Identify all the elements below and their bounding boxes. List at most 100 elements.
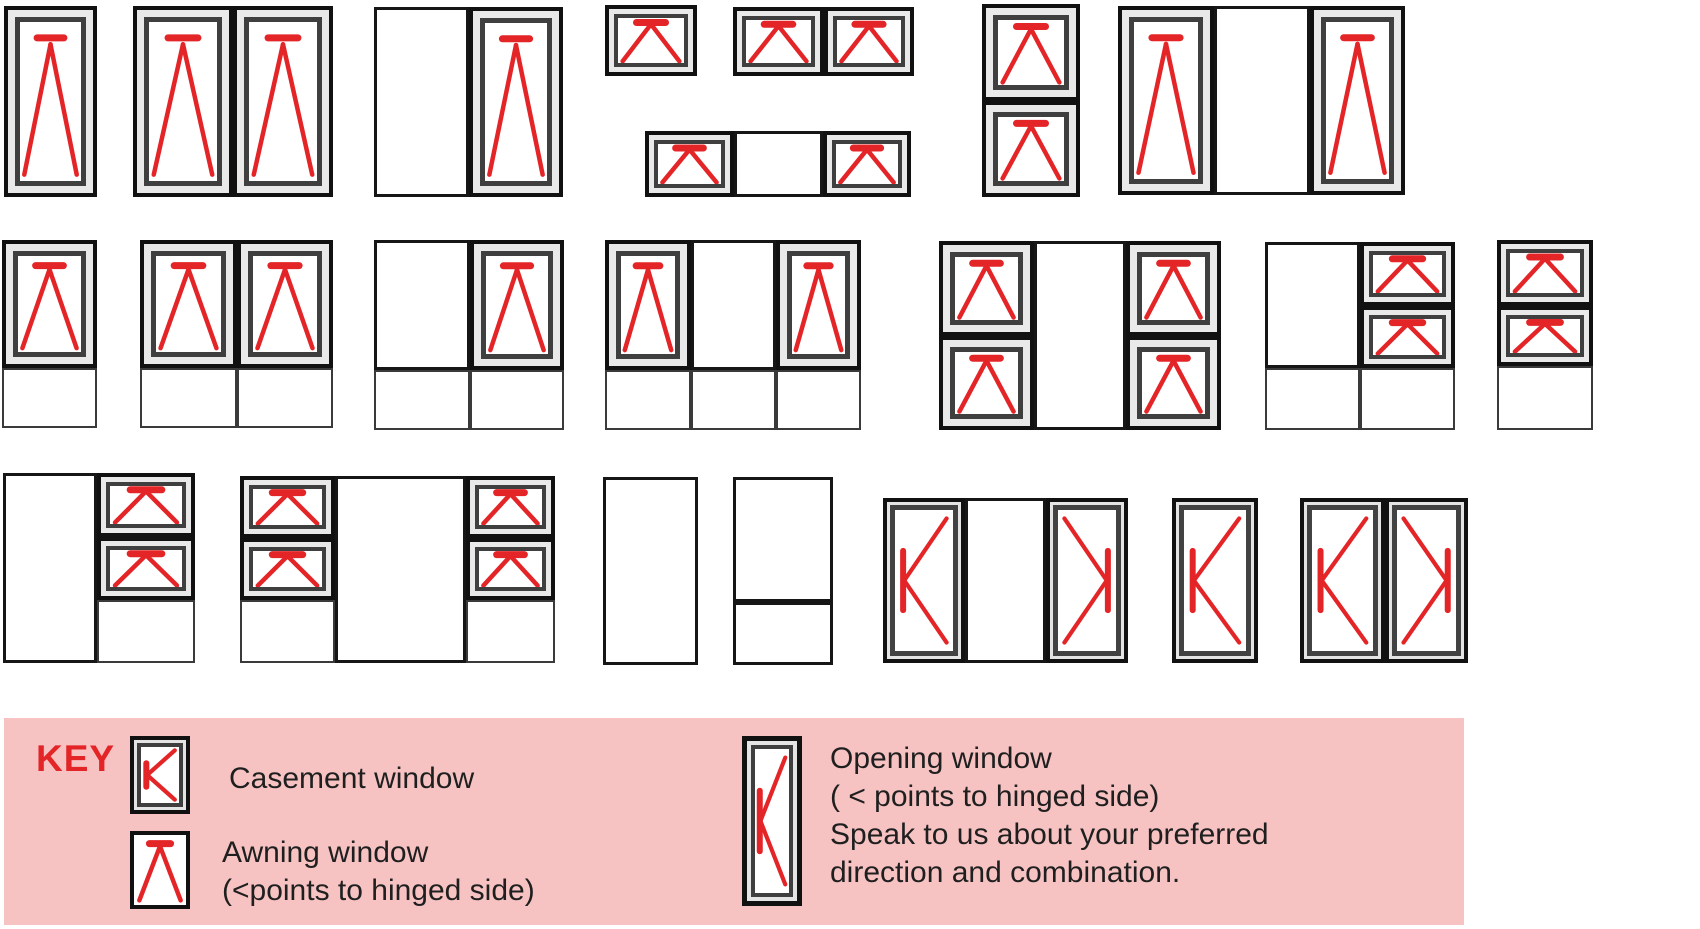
sash-pane <box>13 251 86 357</box>
awning-window-icon <box>130 831 190 909</box>
fixed-with-stacked-awnings-pan-cell <box>1360 368 1455 430</box>
sash-pane <box>993 15 1069 90</box>
sash-pane <box>1506 315 1584 357</box>
sash-pane <box>1053 505 1121 656</box>
double-tall-awning-awn-cell <box>233 6 333 197</box>
fixed-tall-fix-cell <box>603 477 698 665</box>
casement-open-icon <box>141 747 179 803</box>
fixed-tall-with-transom-fix-cell <box>733 602 833 665</box>
sash-pane <box>1506 249 1584 297</box>
casement-fixed-casement-casr-cell <box>1046 498 1128 663</box>
opening-window-label-line2: ( < points to hinged side) <box>830 780 1160 813</box>
awning-open-icon <box>110 486 182 524</box>
sash-pane <box>616 251 680 359</box>
awning-open-icon <box>479 551 542 587</box>
awning-grid-with-fixed-centre-awn-cell <box>1126 241 1221 336</box>
fixed-with-stacked-awnings-pan-cell <box>1265 368 1360 430</box>
fixed-awning-over-panels-pan-cell <box>470 370 564 430</box>
sash-pane <box>106 482 186 528</box>
awning-open-icon <box>479 489 542 525</box>
awning-open-icon <box>1510 319 1580 353</box>
awning-grid-with-fixed-centre-awn-cell <box>1126 336 1221 430</box>
awning-fixed-awning-over-panels-awn-cell <box>776 240 861 370</box>
casement-fixed-casement-casl-cell <box>883 498 965 663</box>
sash-pane <box>890 505 958 656</box>
awning-open-icon <box>20 22 81 181</box>
sash-pane <box>614 14 688 67</box>
stacked-awnings-fixed-centre-pan-cell <box>240 600 335 663</box>
opening-window-icon-pane <box>751 745 793 897</box>
sash-pane <box>249 485 326 529</box>
opening-window-label: Opening window ( < points to hinged side… <box>830 740 1269 892</box>
awning-over-panel-pan-cell <box>2 368 97 428</box>
sash-pane <box>1307 505 1378 656</box>
sash-pane <box>993 112 1069 186</box>
stacked-awning-pair-awn-cell <box>982 4 1080 101</box>
sash-pane <box>833 16 905 67</box>
fixed-awning-over-panels-awn-cell <box>470 240 564 370</box>
awning-open-icon <box>658 144 721 184</box>
sash-pane <box>1369 315 1446 359</box>
key-title: KEY <box>36 738 116 779</box>
awning-fixed-awning-over-panels-awn-cell <box>605 240 691 370</box>
awning-over-panel-awn-cell <box>2 240 97 368</box>
stacked-awning-pair-awn-cell <box>982 101 1080 197</box>
fixed-with-stacked-awnings-right-fix-cell <box>3 473 97 663</box>
awning-grid-with-fixed-centre-awn-cell <box>939 241 1034 336</box>
awning-fixed-awning-over-panels-fix-cell <box>691 240 776 370</box>
awning-grid-with-fixed-centre-fix-cell <box>1034 241 1126 430</box>
awning-open-icon <box>253 489 322 525</box>
stacked-awnings-over-panel-awn-cell <box>1497 306 1593 366</box>
double-awning-over-panels-pan-cell <box>237 368 333 428</box>
opening-window-label-line1: Opening window <box>830 742 1052 775</box>
stacked-awnings-over-panel-pan-cell <box>1497 366 1593 430</box>
sash-pane <box>1179 505 1251 656</box>
sash-pane <box>1321 17 1394 184</box>
stacked-awnings-fixed-centre-fix-cell <box>335 476 466 663</box>
double-awning-over-panels-pan-cell <box>140 368 237 428</box>
single-tall-awning-awn-cell <box>4 6 97 197</box>
awning-open-icon <box>1510 253 1580 293</box>
fixed-tall-with-transom-fix-cell <box>733 477 833 602</box>
sash-pane <box>1392 505 1461 656</box>
awning-open-icon <box>998 20 1064 85</box>
awning-fixed-awning-strip-fix-cell <box>734 131 823 197</box>
stacked-awnings-fixed-centre-awn-cell <box>466 538 555 600</box>
awning-open-icon <box>746 20 811 63</box>
awning-fixed-awning-over-panels-pan-cell <box>691 370 776 430</box>
stacked-awnings-fixed-centre-awn-cell <box>466 476 555 538</box>
awning-open-icon <box>485 23 547 181</box>
sash-pane <box>1137 252 1210 325</box>
awning-open-icon <box>18 256 81 352</box>
fixed-with-stacked-awnings-right-pan-cell <box>97 600 195 663</box>
awning-open-icon <box>836 144 898 184</box>
opening-window-label-line4: direction and combination. <box>830 856 1181 889</box>
casement-window-label: Casement window <box>229 762 475 795</box>
awning-open-icon <box>253 256 317 352</box>
awning-window-label: Awning window (<points to hinged side) <box>222 834 535 910</box>
fixed-and-tall-awning-awn-cell <box>469 7 563 197</box>
awning-grid-with-fixed-centre-awn-cell <box>939 336 1034 430</box>
casement-open-icon <box>1184 510 1246 651</box>
fixed-awning-over-panels-pan-cell <box>374 370 470 430</box>
sash-pane <box>1129 17 1203 184</box>
awning-open-icon <box>253 551 322 587</box>
awning-open-icon <box>1326 22 1389 179</box>
sash-pane <box>654 140 725 188</box>
sash-pane <box>475 547 546 591</box>
single-small-awning-awn-cell <box>605 5 697 76</box>
awning-window-label-line1: Awning window <box>222 836 429 869</box>
awning-open-icon <box>1142 257 1205 320</box>
awning-open-icon <box>156 256 221 352</box>
fixed-with-stacked-awnings-fix-cell <box>1265 242 1360 368</box>
awning-open-icon <box>618 18 684 63</box>
awning-open-icon <box>955 257 1018 320</box>
opening-window-icon <box>742 736 802 906</box>
sash-pane <box>151 251 226 357</box>
awning-open-icon <box>955 352 1018 414</box>
double-small-awning-awn-cell <box>733 7 824 76</box>
awning-open-icon <box>837 20 901 63</box>
casement-fixed-casement-fix-cell <box>965 498 1046 663</box>
casement-window-icon-pane <box>137 743 183 807</box>
tall-awning-fixed-awning-awn-cell <box>1310 6 1405 195</box>
